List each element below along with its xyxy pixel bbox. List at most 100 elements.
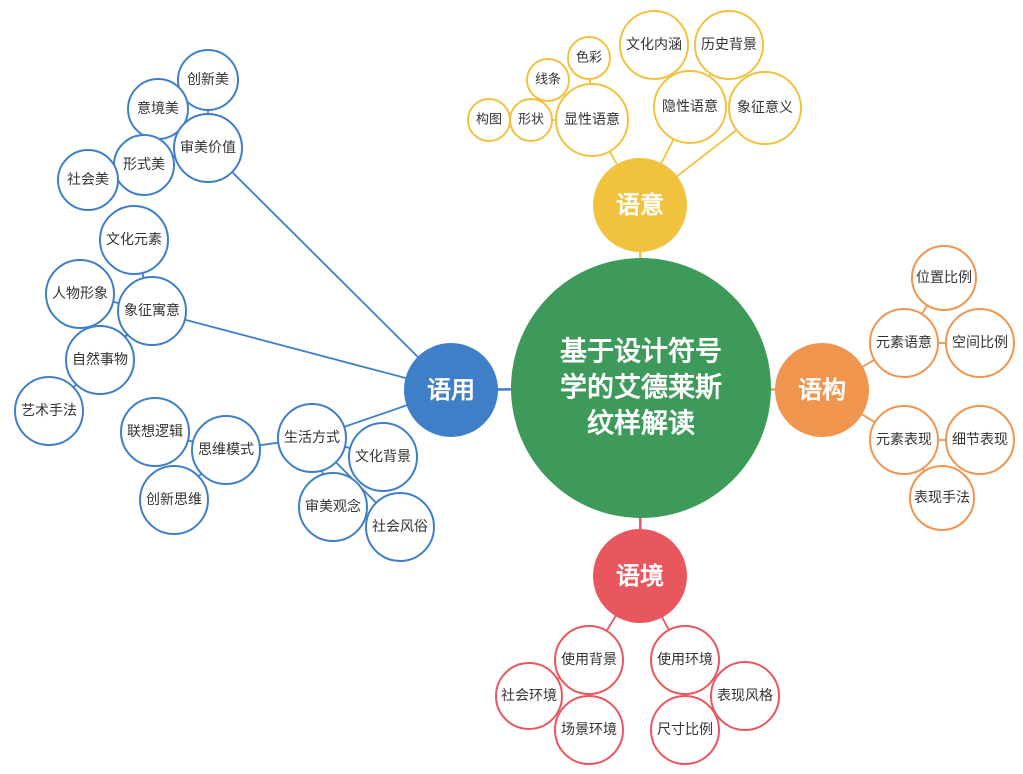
center-node-circle [511, 258, 771, 518]
subtopic-node: 社会风俗 [365, 492, 435, 562]
subtopic-node: 文化内涵 [619, 10, 689, 80]
branch-node-yujing: 语境 [593, 529, 687, 623]
subtopic-node-circle [650, 695, 720, 765]
subtopic-node-circle [509, 98, 553, 142]
topic-node: 元素表现 [869, 405, 939, 475]
subtopic-node-circle [619, 10, 689, 80]
subtopic-node-circle [945, 405, 1015, 475]
subtopic-node: 社会美 [57, 149, 119, 211]
subtopic-node-label: 位置比例 [916, 270, 972, 286]
subtopic-node-circle [526, 58, 570, 102]
subtopic-node-label: 文化背景 [355, 449, 411, 465]
subtopic-node-label: 意境美 [137, 100, 179, 117]
center-title-line: 基于设计符号 [560, 336, 722, 368]
subtopic-node: 线条 [526, 58, 570, 102]
topic-node-label: 生活方式 [284, 430, 340, 446]
connector-line [207, 147, 452, 391]
subtopic-node-label: 文化内涵 [626, 37, 682, 53]
subtopic-node-circle [65, 325, 135, 395]
subtopic-node-label: 社会风俗 [372, 519, 428, 535]
subtopic-node: 表现手法 [909, 465, 975, 531]
subtopic-node: 创新思维 [139, 465, 209, 535]
branch-node-yuyong-label: 语用 [427, 376, 475, 404]
connector-line [151, 310, 452, 391]
subtopic-node-circle [45, 259, 115, 329]
topic-node: 元素语意 [869, 308, 939, 378]
topic-node-label: 元素语意 [876, 334, 932, 351]
subtopic-node: 自然事物 [65, 325, 135, 395]
subtopic-node-circle [120, 397, 190, 467]
node-layer: 构图形状线条色彩显性语意文化内涵历史背景隐性语意象征意义位置比例空间比例元素语意… [14, 10, 1015, 765]
topic-node-circle [869, 405, 939, 475]
subtopic-node-circle [348, 422, 418, 492]
center-title-line: 纹样解读 [587, 408, 695, 440]
subtopic-node-circle [57, 149, 119, 211]
subtopic-node: 表现风格 [710, 661, 780, 731]
branch-node-yujing-circle [593, 529, 687, 623]
subtopic-node-circle [177, 49, 239, 111]
branch-node-yuyong: 语用 [404, 343, 498, 437]
branch-node-yuyi: 语意 [593, 158, 687, 252]
subtopic-node-label: 形状 [518, 113, 544, 128]
subtopic-node: 形式美 [113, 134, 175, 196]
subtopic-node-label: 创新美 [187, 72, 229, 88]
subtopic-node-circle [567, 36, 611, 80]
branch-node-yugou: 语构 [775, 343, 869, 437]
subtopic-node-label: 空间比例 [952, 335, 1008, 351]
subtopic-node-label: 文化元素 [106, 232, 162, 248]
center-title-line: 学的艾德莱斯 [560, 372, 722, 404]
topic-node: 生活方式 [277, 403, 347, 473]
subtopic-node-label: 形式美 [123, 157, 165, 173]
branch-node-yuyi-circle [593, 158, 687, 252]
topic-node: 使用背景 [554, 625, 624, 695]
subtopic-node-circle [909, 465, 975, 531]
subtopic-node-circle [99, 205, 169, 275]
subtopic-node: 历史背景 [694, 10, 764, 80]
subtopic-node-circle [911, 245, 977, 311]
subtopic-node: 社会环境 [495, 662, 563, 730]
topic-node-circle [555, 83, 629, 157]
subtopic-node: 空间比例 [945, 308, 1015, 378]
topic-node-label: 审美价值 [180, 140, 236, 156]
subtopic-node-circle [365, 492, 435, 562]
topic-node: 象征意义 [728, 71, 802, 145]
topic-node-circle [117, 276, 187, 346]
topic-node-label: 隐性语意 [662, 98, 718, 115]
subtopic-node-label: 社会美 [67, 172, 109, 188]
topic-node-label: 象征意义 [737, 99, 793, 116]
topic-node-circle [554, 625, 624, 695]
subtopic-node-label: 场景环境 [561, 722, 617, 738]
topic-node-circle [173, 113, 243, 183]
subtopic-node: 形状 [509, 98, 553, 142]
topic-node: 象征寓意 [117, 276, 187, 346]
topic-node-circle [277, 403, 347, 473]
subtopic-node-circle [298, 472, 368, 542]
topic-node-label: 使用背景 [561, 651, 617, 668]
subtopic-node-label: 联想逻辑 [127, 424, 183, 440]
topic-node: 审美价值 [173, 113, 243, 183]
topic-node: 显性语意 [555, 83, 629, 157]
topic-node-label: 元素表现 [876, 432, 932, 448]
subtopic-node-label: 自然事物 [72, 351, 128, 368]
subtopic-node-circle [554, 695, 624, 765]
subtopic-node-label: 历史背景 [701, 37, 757, 53]
subtopic-node: 审美观念 [298, 472, 368, 542]
subtopic-node-label: 思维模式 [198, 442, 254, 458]
topic-node-label: 显性语意 [564, 111, 620, 128]
subtopic-node-label: 表现手法 [914, 490, 970, 506]
branch-node-yuyong-circle [404, 343, 498, 437]
subtopic-node-circle [14, 376, 84, 446]
subtopic-node: 位置比例 [911, 245, 977, 311]
subtopic-node-label: 色彩 [576, 50, 602, 66]
topic-node-circle [728, 71, 802, 145]
subtopic-node-label: 线条 [535, 72, 561, 88]
topic-node: 隐性语意 [653, 70, 727, 144]
subtopic-node-label: 创新思维 [146, 492, 202, 508]
subtopic-node: 文化元素 [99, 205, 169, 275]
branch-node-yujing-label: 语境 [616, 562, 664, 590]
subtopic-node-circle [945, 308, 1015, 378]
subtopic-node-label: 人物形象 [52, 286, 108, 302]
subtopic-node-circle [139, 465, 209, 535]
subtopic-node: 文化背景 [348, 422, 418, 492]
